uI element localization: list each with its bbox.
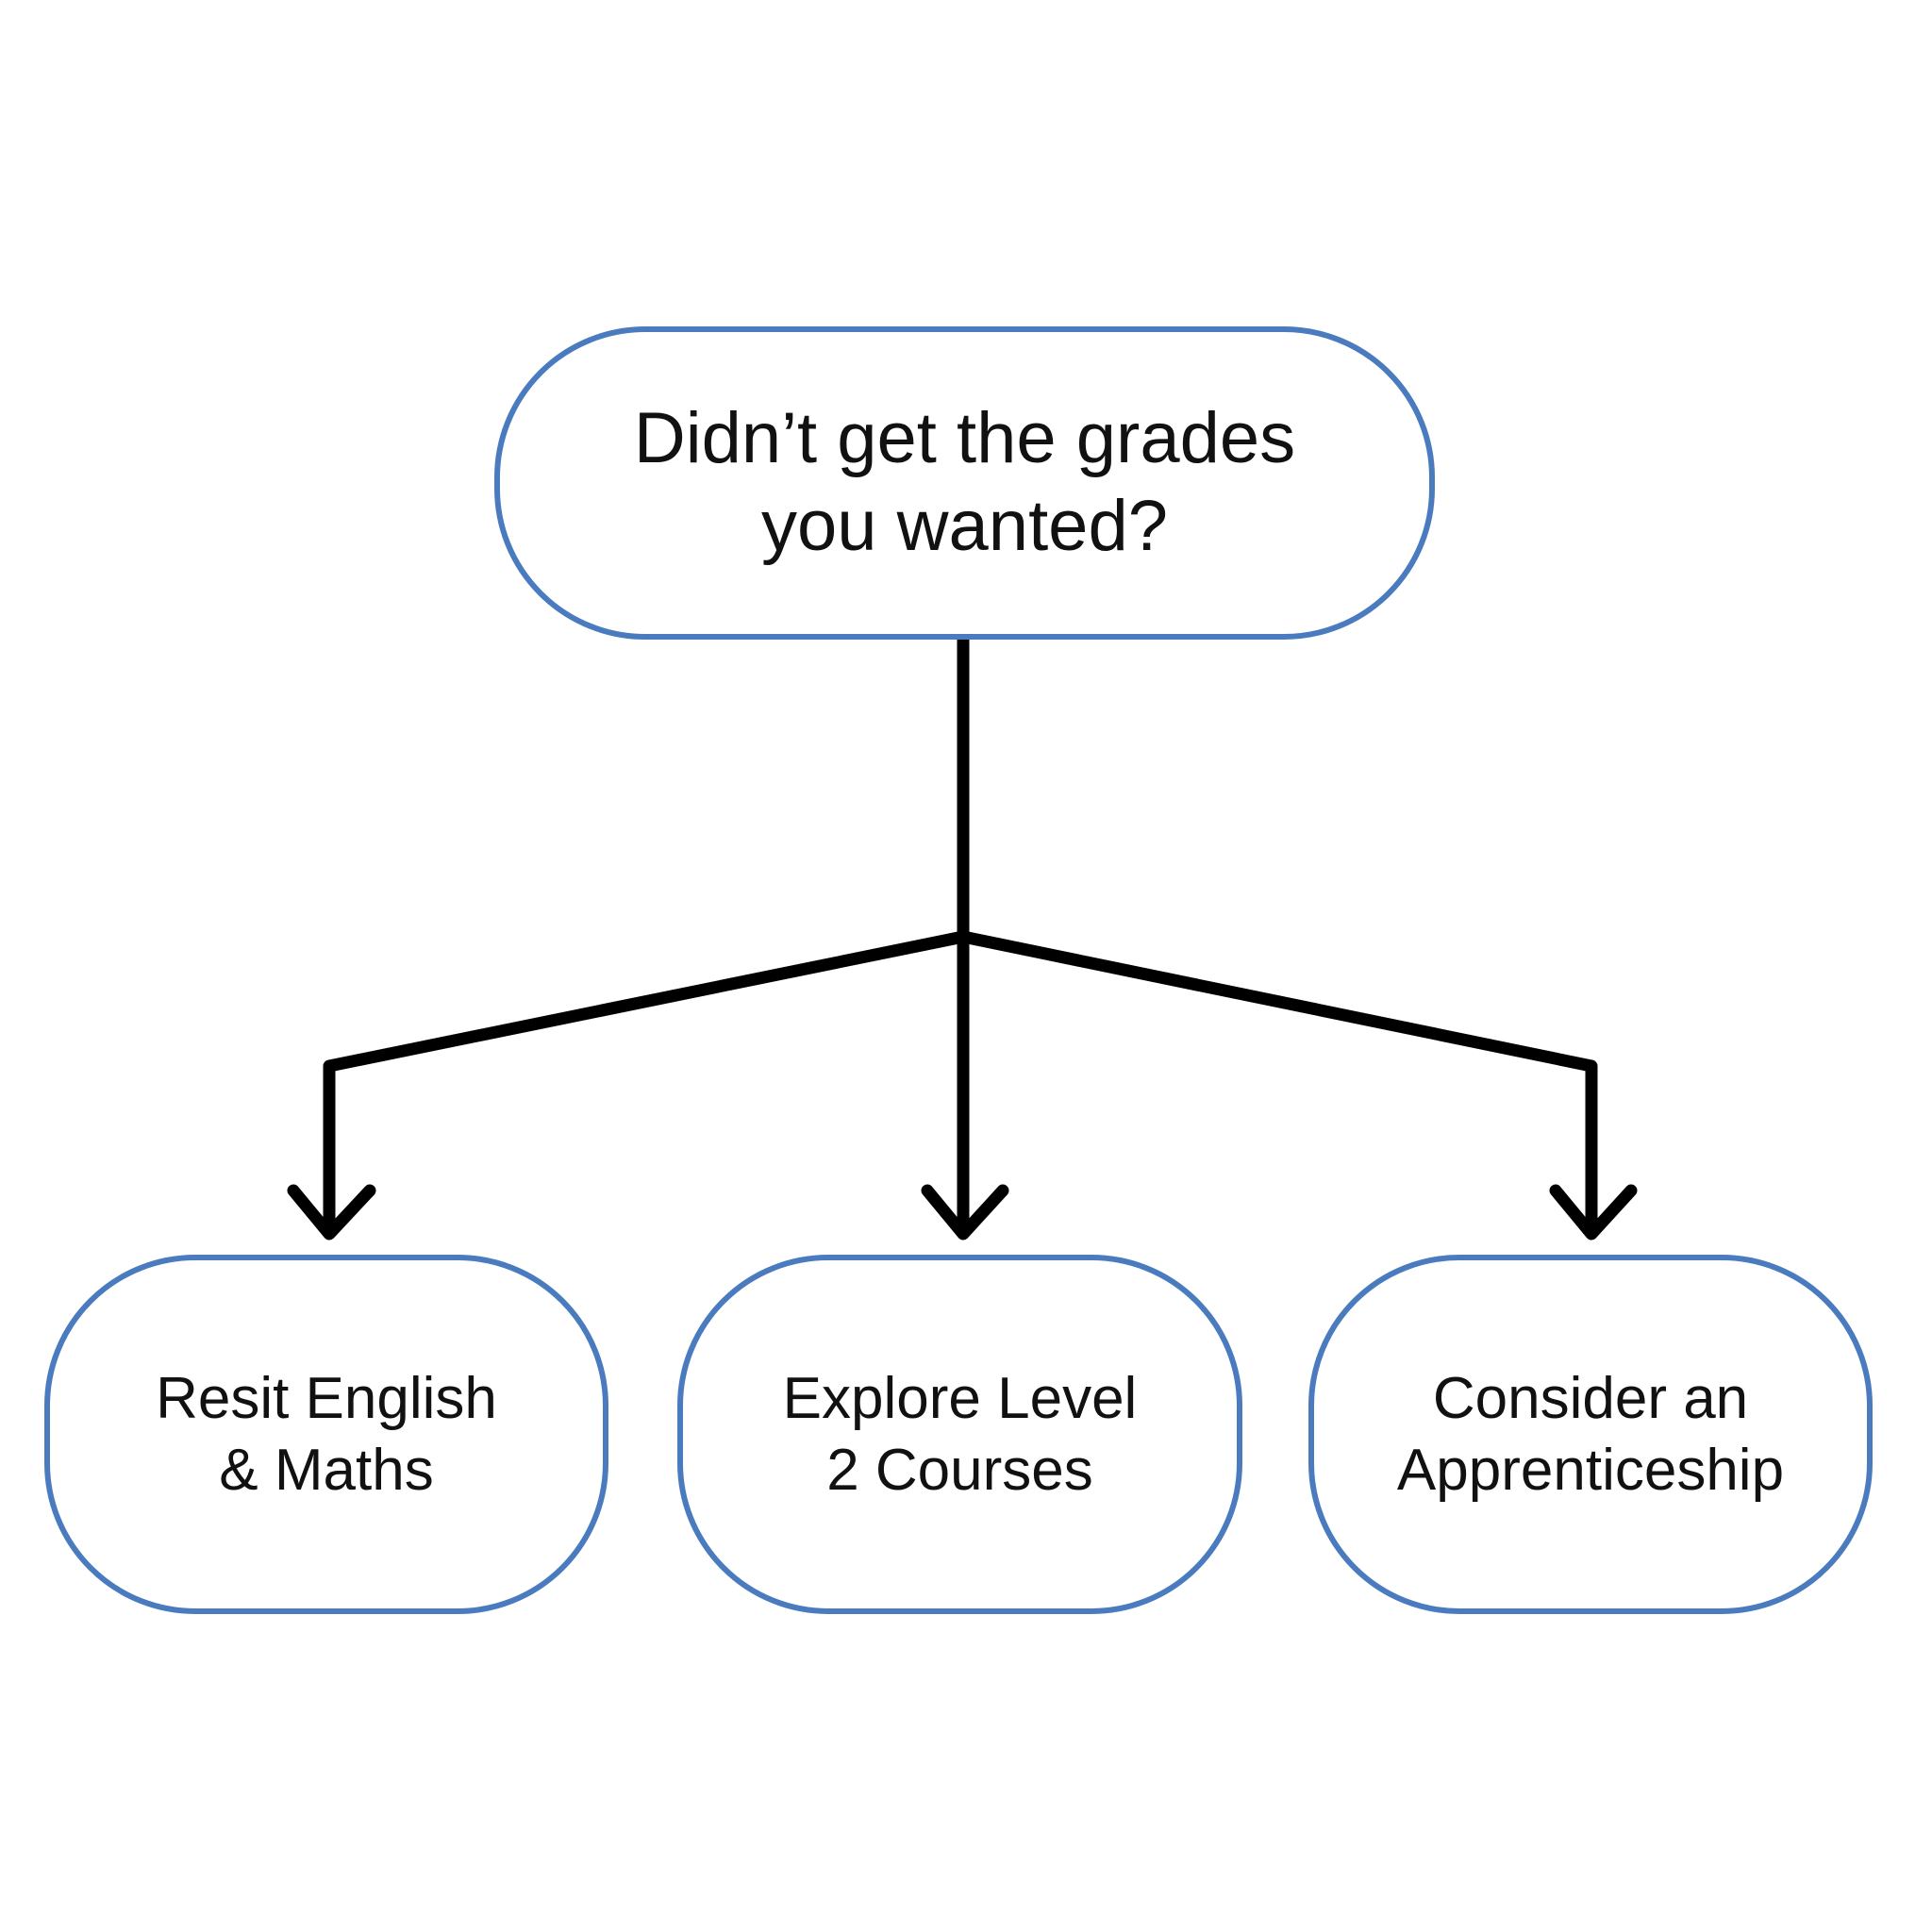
arrow-to-apprenticeship (957, 930, 1598, 1239)
option-resit-node: Resit English & Maths (44, 1255, 608, 1614)
arrowhead-level2 (921, 1184, 1009, 1241)
root-line-1: Didn’t get the grades (633, 398, 1296, 479)
option-level2-node: Explore Level 2 Courses (677, 1255, 1242, 1614)
option-line: Consider an (1432, 1365, 1749, 1431)
arrowhead-apprenticeship (1549, 1184, 1638, 1241)
root-question-node: Didn’t get the grades you wanted? (494, 326, 1435, 640)
option-line: Apprenticeship (1396, 1437, 1785, 1503)
option-line: 2 Courses (826, 1437, 1093, 1503)
root-line-2: you wanted? (761, 486, 1168, 566)
option-line: Explore Level (782, 1365, 1138, 1431)
option-apprenticeship-node: Consider an Apprenticeship (1308, 1255, 1873, 1614)
option-line: & Maths (219, 1437, 434, 1503)
option-line: Resit English (156, 1365, 497, 1431)
arrow-to-resit (323, 930, 970, 1239)
arrowhead-resit (287, 1184, 376, 1241)
